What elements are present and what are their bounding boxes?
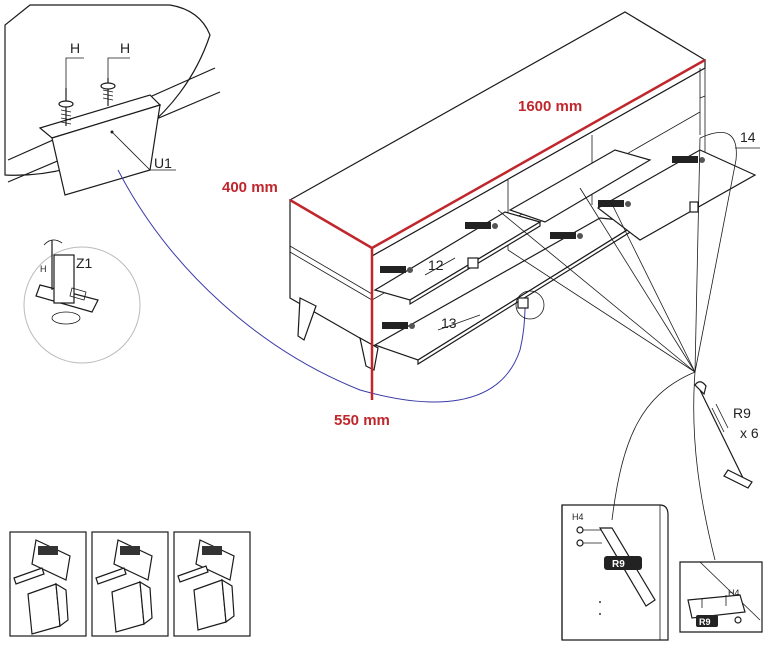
h-label-z1: H — [40, 264, 47, 274]
r9-tag-label: R9 — [612, 559, 625, 570]
part-13-label: 13 — [441, 315, 457, 331]
h4-label: H4 — [728, 588, 740, 598]
r9-tag-label: R9 — [699, 617, 711, 627]
detail-r9-h4-right: R9 H4 — [679, 561, 763, 633]
dimension-lines: 1600 mm 400 mm 550 mm — [222, 58, 706, 429]
h-label-left: H — [70, 40, 80, 56]
hinge-icon — [598, 200, 631, 207]
hinge-icon — [672, 156, 705, 163]
flap-handle — [517, 297, 529, 309]
screw-icon — [58, 88, 74, 126]
detail-link-curve — [117, 169, 527, 403]
screw-icon — [100, 78, 116, 106]
r9-tag — [604, 556, 642, 570]
r9-stay-part: R9 x 6 — [694, 381, 759, 489]
detail-r9-h4-left: R9 H4 — [561, 504, 669, 641]
tv-cabinet: 12 13 14 — [288, 11, 760, 371]
cabinet-leg — [297, 297, 317, 341]
flap-14 — [596, 149, 757, 241]
hinge-step-2 — [91, 531, 169, 637]
detail-u1-zoom: H H U1 — [4, 4, 221, 196]
hinge-icon — [380, 266, 413, 273]
r9-label: R9 — [733, 405, 751, 421]
z1-label: Z1 — [76, 255, 93, 271]
r9-quantity: x 6 — [740, 425, 759, 441]
h4-label: H4 — [572, 512, 584, 522]
r9-leader-lines — [497, 132, 737, 561]
hinge-icon — [465, 222, 498, 229]
hinge-icon — [550, 232, 583, 239]
cabinet-leg — [359, 336, 379, 371]
part-14-label: 14 — [740, 129, 756, 145]
flap-handle — [467, 257, 479, 269]
detail-z1-zoom: Z1 H — [23, 239, 141, 364]
flap-handle — [689, 201, 699, 213]
width-dimension-label: 1600 mm — [518, 98, 582, 115]
u1-label: U1 — [154, 155, 172, 171]
detail-marker-circle — [515, 290, 545, 320]
height-dimension-label: 550 mm — [334, 412, 390, 429]
hinge-step-1 — [9, 531, 87, 637]
depth-dimension-label: 400 mm — [222, 179, 278, 196]
hinge-step-3 — [173, 531, 251, 637]
part-12-label: 12 — [428, 257, 444, 273]
hinge-icon — [382, 322, 415, 329]
h-label-right: H — [120, 40, 130, 56]
r9-tag — [696, 615, 718, 627]
